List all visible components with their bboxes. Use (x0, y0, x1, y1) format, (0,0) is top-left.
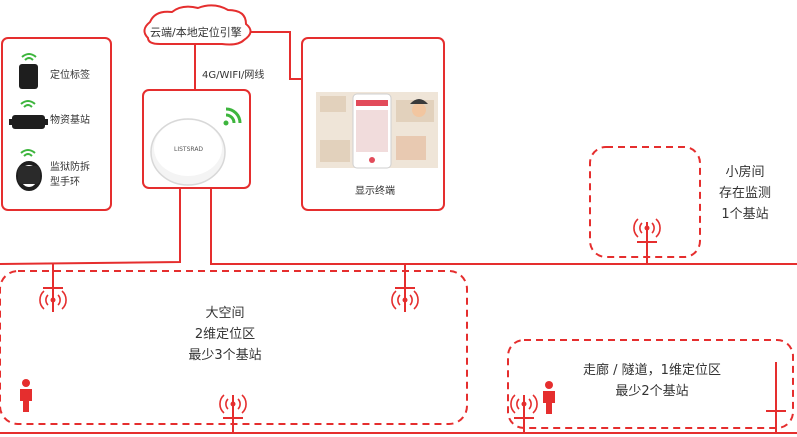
gateway-brand-text: LISTSRAD (174, 146, 203, 153)
base-station-antenna-5 (510, 394, 538, 433)
zone-large-line2: 2维定位区 (194, 327, 256, 342)
base-station-antenna-3 (219, 394, 247, 433)
zone-small-room-line1: 小房间 (725, 165, 765, 180)
bracelet-icon (16, 149, 42, 191)
zone-small-room-line2: 存在监测 (718, 186, 771, 201)
zone-corridor (507, 339, 794, 429)
network-cables (0, 31, 797, 434)
cloud-engine-shape (143, 4, 252, 46)
main-bus-cable (210, 188, 797, 265)
zone-small-room-text: 小房间 存在监测 1个基站 (700, 162, 790, 225)
zone-small-room-line3: 1个基站 (721, 207, 769, 222)
gateway-cable-left (0, 188, 181, 265)
cloud-engine-label: 云端/本地定位引擎 (150, 26, 242, 39)
base-station-antenna-2 (391, 264, 419, 312)
legend-bracelet-label-line1: 监狱防拆 (50, 162, 90, 173)
zone-large-line1: 大空间 (205, 306, 245, 321)
wifi-signal-icon (223, 107, 242, 126)
zone-corridor-line1: 走廊 / 隧道，1维定位区 (583, 363, 721, 378)
tag-icon (19, 53, 38, 89)
base-station-antenna-4 (633, 218, 661, 264)
zone-corridor-text: 走廊 / 隧道，1维定位区 最少2个基站 (562, 360, 742, 402)
zone-corridor-line2: 最少2个基站 (615, 384, 689, 399)
person-icon-corridor (543, 381, 555, 414)
display-terminal-label: 显示终端 (355, 186, 395, 197)
legend-tag-label: 定位标签 (50, 70, 90, 81)
zone-large-text: 大空间 2维定位区 最少3个基站 (170, 303, 280, 366)
network-label: 4G/WIFI/网线 (202, 70, 265, 81)
zone-small-room (589, 146, 701, 258)
zone-large-line3: 最少3个基站 (188, 348, 262, 363)
gateway-device-icon: LISTSRAD (150, 118, 226, 186)
legend-asset-station-label: 物资基站 (50, 115, 90, 126)
asset-station-icon (9, 100, 48, 129)
display-screen-icon (316, 92, 438, 169)
base-station-antenna-1 (39, 264, 67, 312)
person-icon-left (20, 379, 32, 412)
legend-bracelet-label-line2: 型手环 (50, 177, 80, 188)
base-station-antenna-6 (766, 362, 786, 433)
